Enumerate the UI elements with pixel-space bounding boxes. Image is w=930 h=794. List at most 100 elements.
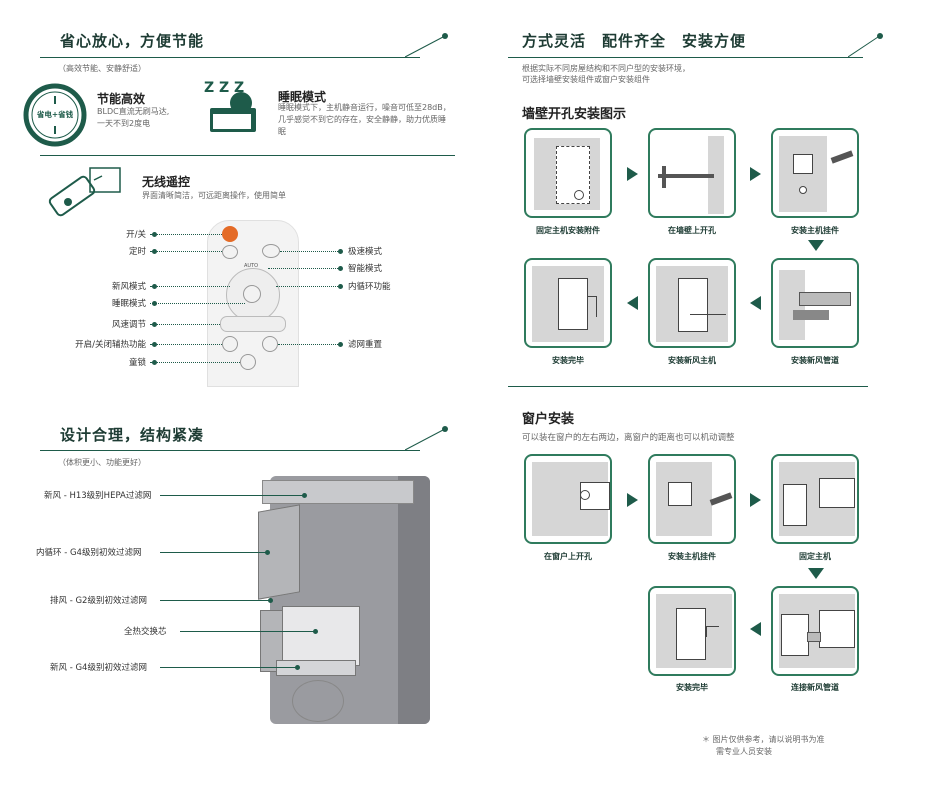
divider-slant bbox=[405, 33, 448, 58]
remote-label-timer: 定时 bbox=[128, 247, 146, 257]
left-section1-sub: （高效节能、安静舒适） bbox=[58, 64, 146, 73]
remote-dot bbox=[152, 342, 157, 347]
remote-dot bbox=[152, 249, 157, 254]
wall-caption-6: 安装新风管道 bbox=[791, 356, 839, 365]
left-section2-title: 设计合理，结构紧凑 bbox=[60, 426, 205, 444]
right-section1-desc1: 根据实际不同房屋结构和不同户型的安装环境， bbox=[522, 64, 690, 73]
window-step-3 bbox=[771, 454, 859, 544]
remote-label-turbo: 极速模式 bbox=[348, 247, 383, 257]
arrow-right bbox=[750, 493, 761, 507]
wall-step-6 bbox=[771, 258, 859, 348]
remote-control-icon bbox=[44, 166, 124, 220]
remote-label-heat: 开启/关闭辅热功能 bbox=[75, 340, 146, 350]
left-section1-divider bbox=[40, 57, 420, 58]
structure-line-recirc bbox=[160, 552, 268, 553]
remote-label-fresh-air: 新风模式 bbox=[111, 282, 146, 292]
divider-slant bbox=[848, 33, 883, 58]
arrow-down bbox=[808, 240, 824, 251]
remote-label-recirc: 内循环功能 bbox=[348, 282, 391, 292]
remote-label-smart: 智能模式 bbox=[348, 264, 383, 274]
remote-line-recirc bbox=[276, 286, 342, 287]
remote-line-sleep bbox=[150, 303, 245, 304]
left-section1-title: 省心放心，方便节能 bbox=[60, 32, 205, 50]
remote-line-fresh-air bbox=[150, 286, 230, 287]
window-caption-3: 固定主机 bbox=[799, 552, 831, 561]
remote-label-sleep: 睡眠模式 bbox=[111, 299, 146, 309]
wall-step-5 bbox=[648, 258, 736, 348]
note-line1: ＊ 图片仅供参考，请以说明书为准 bbox=[702, 735, 825, 744]
left-section2-divider bbox=[40, 450, 420, 451]
heat-button bbox=[222, 336, 238, 352]
structure-label-g4: 新风 - G4级别初效过滤网 bbox=[50, 663, 147, 673]
arrow-right bbox=[750, 167, 761, 181]
structure-line-hepa bbox=[160, 495, 305, 496]
window-caption-2: 安装主机挂件 bbox=[668, 552, 716, 561]
window-caption-1: 在窗户上开孔 bbox=[544, 552, 592, 561]
structure-dot bbox=[265, 550, 270, 555]
remote-dot bbox=[338, 266, 343, 271]
unit-side bbox=[398, 476, 430, 724]
timer-button bbox=[222, 245, 238, 259]
right-section1-divider bbox=[508, 57, 863, 58]
arrow-down bbox=[808, 568, 824, 579]
wall-step-4 bbox=[524, 258, 612, 348]
fan-speed-bar bbox=[220, 316, 286, 332]
structure-line-g4 bbox=[160, 667, 298, 668]
heat-exchange-core bbox=[282, 606, 360, 666]
window-step-4 bbox=[648, 586, 736, 676]
window-caption-4: 安装完毕 bbox=[676, 683, 708, 692]
structure-dot bbox=[302, 493, 307, 498]
window-caption-5: 连接新风管道 bbox=[791, 683, 839, 692]
arrow-left bbox=[750, 296, 761, 310]
wireless-title: 无线遥控 bbox=[142, 175, 191, 189]
remote-line-timer bbox=[150, 251, 222, 252]
energy-desc1: BLDC直流无刷马达, bbox=[97, 107, 170, 116]
remote-center-button bbox=[243, 285, 261, 303]
structure-line-exhaust bbox=[160, 600, 270, 601]
window-title: 窗户安装 bbox=[522, 412, 575, 427]
sleep-icon: Z Z Z bbox=[200, 80, 262, 138]
wall-caption-1: 固定主机安装附件 bbox=[536, 226, 600, 235]
unit-fan-circle bbox=[292, 680, 344, 722]
energy-desc2: 一天不到2度电 bbox=[97, 119, 151, 128]
structure-dot bbox=[313, 629, 318, 634]
sleep-title: 睡眠模式 bbox=[278, 90, 327, 104]
left-divider-2 bbox=[40, 155, 455, 156]
remote-dot bbox=[338, 249, 343, 254]
child-lock-button bbox=[240, 354, 256, 370]
structure-dot bbox=[268, 598, 273, 603]
remote-brand: AUTO bbox=[244, 263, 259, 269]
remote-dot bbox=[152, 360, 157, 365]
arrow-left bbox=[750, 622, 761, 636]
arrow-right bbox=[627, 493, 638, 507]
note-line2: 需专业人员安装 bbox=[716, 747, 772, 756]
divider-slant bbox=[405, 426, 448, 451]
remote-dot bbox=[152, 322, 157, 327]
turbo-button bbox=[262, 244, 280, 258]
wireless-desc: 界面清晰简洁，可远距离操作，使用简单 bbox=[142, 191, 286, 200]
remote-label-power: 开/关 bbox=[126, 230, 146, 240]
arrow-right bbox=[627, 167, 638, 181]
remote-label-fan-speed: 风速调节 bbox=[111, 320, 146, 330]
energy-badge: 省电+省钱 bbox=[36, 110, 74, 119]
remote-dot bbox=[338, 284, 343, 289]
structure-label-hepa: 新风 - H13级别HEPA过滤网 bbox=[44, 491, 152, 501]
sleep-desc: 睡眠模式下，主机静音运行，噪音可低至28dB，几乎感觉不到它的存在，安全静静，助… bbox=[278, 103, 451, 136]
wall-caption-2: 在墙壁上开孔 bbox=[668, 226, 716, 235]
structure-dot bbox=[295, 665, 300, 670]
filter-reset-button bbox=[262, 336, 278, 352]
wall-title: 墙壁开孔安装图示 bbox=[522, 107, 627, 122]
hepa-filter bbox=[262, 480, 414, 504]
remote-dot bbox=[152, 301, 157, 306]
remote-line-fan-speed bbox=[150, 324, 220, 325]
remote-label-child-lock: 童锁 bbox=[128, 358, 146, 368]
remote-line-child-lock bbox=[150, 362, 240, 363]
right-divider-2 bbox=[508, 386, 868, 387]
structure-line-core bbox=[180, 631, 316, 632]
bottom-filter bbox=[276, 660, 356, 676]
wall-step-1 bbox=[524, 128, 612, 218]
wall-caption-3: 安装主机挂件 bbox=[791, 226, 839, 235]
right-section1-title: 方式灵活 配件齐全 安装方便 bbox=[522, 32, 747, 50]
structure-label-core: 全热交换芯 bbox=[124, 627, 167, 637]
wall-step-2 bbox=[648, 128, 736, 218]
